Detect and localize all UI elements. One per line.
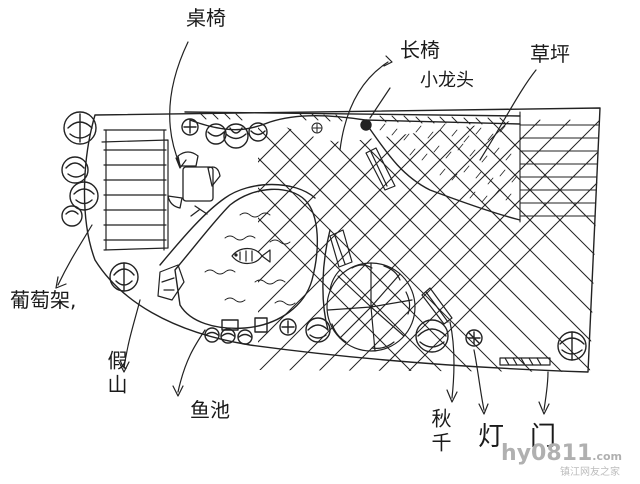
paved-grid [40, 120, 640, 380]
hedge-strip [185, 112, 520, 130]
lawn-edge [365, 122, 520, 220]
watermark-logo: hy0811.com [501, 441, 622, 466]
big-tree [327, 263, 415, 351]
label-pavilion-seats: 桌椅 [186, 6, 226, 30]
label-long-bench: 长椅 [400, 38, 440, 62]
right-strips [520, 112, 598, 222]
bench-pieces [330, 148, 395, 267]
label-rockery: 假山 [104, 350, 128, 398]
label-grape-trellis: 葡萄架, [10, 288, 77, 312]
gate [500, 358, 550, 365]
swing [422, 288, 452, 324]
label-lamp: 灯 [478, 422, 505, 452]
label-faucet: 小龙头 [420, 70, 474, 91]
rockery [158, 265, 184, 300]
bottom-shrubs [205, 318, 330, 344]
faucet-icon [361, 120, 371, 130]
right-shrubs [416, 320, 586, 360]
water-ripples [205, 213, 295, 305]
top-shrubs [182, 119, 267, 148]
lawn-hatch [380, 124, 517, 202]
label-swing: 秋千 [428, 408, 452, 456]
left-trees [62, 112, 138, 291]
label-fish-pond: 鱼池 [190, 398, 230, 422]
leader-lines [56, 42, 549, 414]
watermark-subtitle: 镇江网友之家 [560, 467, 620, 478]
top-flowers [312, 123, 322, 133]
hedge-hatch [200, 113, 506, 124]
label-gate: 门 [530, 422, 557, 452]
pavilion-table-chairs [168, 152, 220, 216]
fish-icon [232, 249, 270, 264]
grape-trellis [102, 130, 168, 250]
fish-pond-outline [175, 189, 317, 328]
label-lawn: 草坪 [530, 42, 570, 66]
